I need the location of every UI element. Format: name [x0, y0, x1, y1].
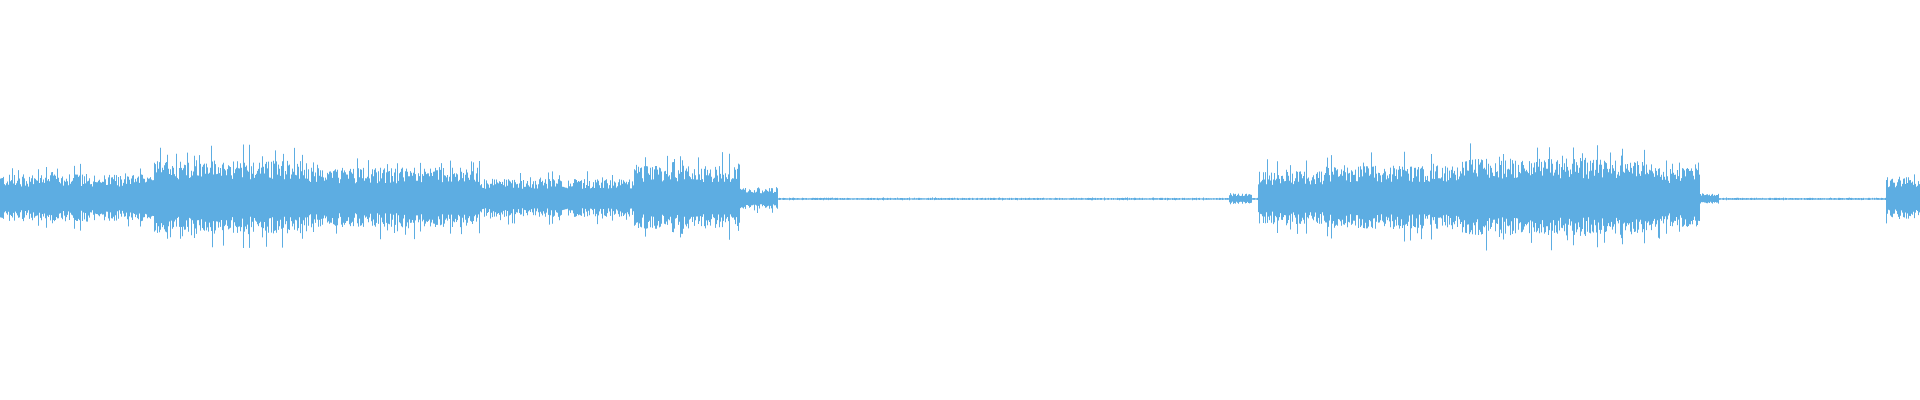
waveform-path: [0, 143, 1920, 251]
waveform-peaks: [0, 143, 1920, 251]
